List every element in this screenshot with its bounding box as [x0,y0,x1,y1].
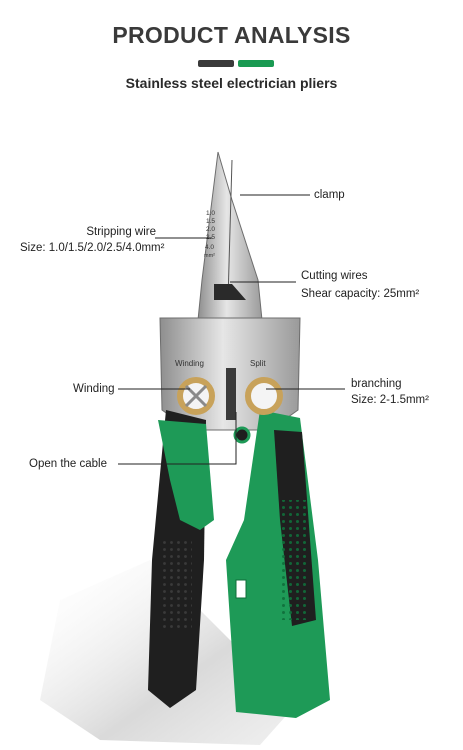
label-open-cable: Open the cable [29,458,108,470]
label-stripping-sizes: Size: 1.0/1.5/2.0/2.5/4.0mm² [20,242,165,254]
split-hole [245,377,283,415]
title-underline-green [238,60,274,67]
gauge-2: 1.5 [206,218,215,225]
page-title: PRODUCT ANALYSIS [112,22,351,48]
winding-hole-label: Winding [175,359,204,368]
gauge-4: 2.5 [206,234,215,241]
gauge-unit: mm² [204,253,215,259]
split-hole-label: Split [250,359,266,368]
handle-clip [235,579,247,599]
label-cutting-title: Cutting wires [301,270,368,282]
left-handle-green [158,420,214,530]
left-handle-texture [162,540,192,630]
page-subtitle: Stainless steel electrician pliers [125,75,338,91]
label-clamp: clamp [314,189,345,201]
label-stripping-title: Stripping wire [86,226,156,238]
crimp-teeth [226,368,236,420]
right-handle-texture [278,500,306,620]
cutting-edge [214,284,246,300]
gauge-3: 2.0 [206,226,215,233]
label-winding: Winding [73,383,115,395]
callout-line-open-cable [118,412,237,465]
gauge-5: 4.0 [205,244,214,251]
label-cutting-capacity: Shear capacity: 25mm² [301,288,420,300]
pivot-bolt [233,426,251,444]
gauge-1: 1.0 [206,210,215,217]
label-branching-title: branching [351,378,402,390]
jaw-split-line [227,159,233,301]
label-branching-size: Size: 2-1.5mm² [351,394,429,406]
title-underline-dark [198,60,234,67]
